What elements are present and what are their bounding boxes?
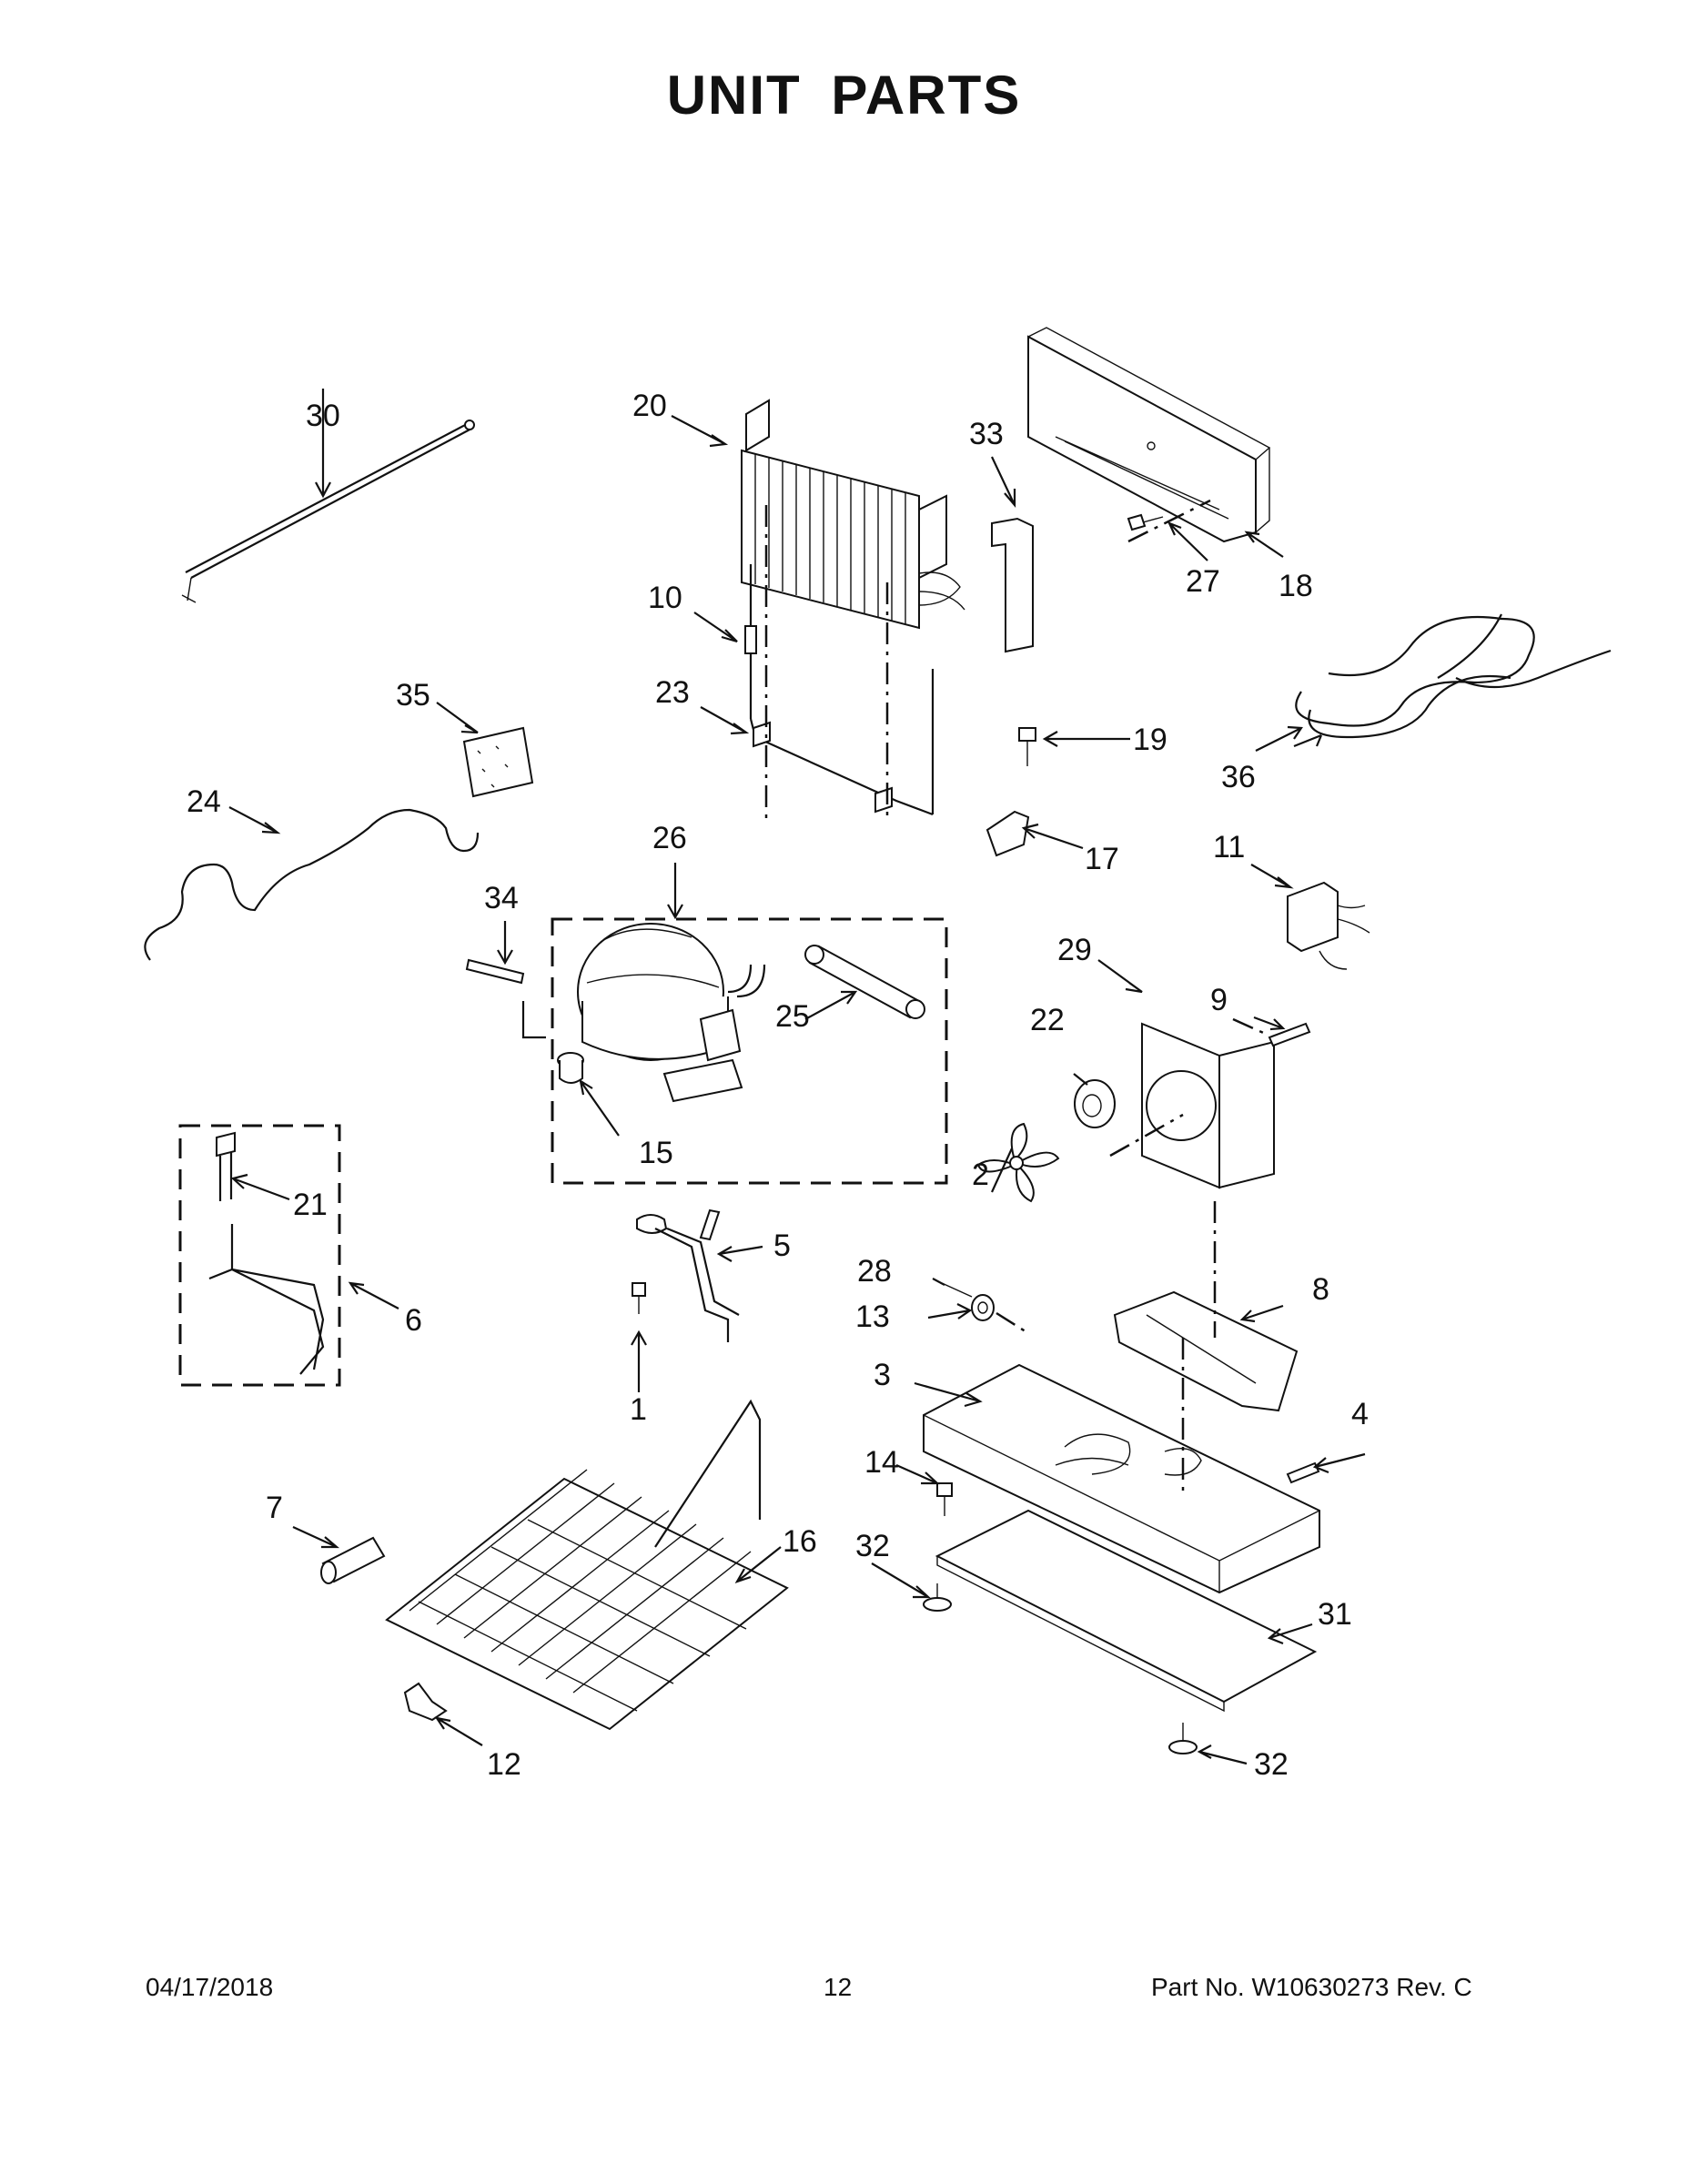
leader-lines	[228, 389, 1366, 1765]
part-16-evaporator-coil	[385, 1399, 789, 1731]
callout-8: 8	[1312, 1272, 1329, 1307]
part-12-clip	[403, 1682, 448, 1722]
part-19-screw	[1018, 727, 1036, 766]
callout-35: 35	[396, 678, 430, 713]
part-23-heater-loop	[749, 669, 935, 816]
callout-14: 14	[864, 1445, 899, 1480]
callout-33: 33	[969, 417, 1004, 451]
part-4-screw	[1286, 1461, 1320, 1484]
callout-34: 34	[484, 881, 519, 915]
part-34-bracket	[465, 958, 546, 1039]
callout-15: 15	[639, 1136, 673, 1170]
part-14-screw	[936, 1482, 953, 1516]
part-15-grommet	[557, 1052, 584, 1084]
part-24-wire-harness	[144, 808, 480, 961]
callout-32a: 32	[855, 1529, 890, 1563]
callout-26: 26	[652, 821, 687, 855]
part-9-screw	[1268, 1022, 1311, 1047]
callout-30: 30	[306, 399, 340, 433]
part-18-cover	[1027, 327, 1271, 543]
part-29-fan-shroud	[1141, 1022, 1275, 1189]
part-28-pin	[941, 1282, 973, 1298]
part-6-heater-kit-box	[178, 1124, 341, 1387]
part-21-heater	[216, 1131, 236, 1201]
callout-4: 4	[1351, 1397, 1369, 1431]
part-33-foam-block	[991, 517, 1034, 653]
assembly-lines	[764, 499, 1270, 1492]
callout-7: 7	[266, 1491, 283, 1525]
callout-10: 10	[648, 581, 682, 615]
callout-12: 12	[487, 1747, 521, 1782]
part-27-screw	[1127, 513, 1164, 531]
callout-32b: 32	[1254, 1747, 1289, 1782]
part-32-foot-a	[923, 1583, 952, 1612]
part-26-compressor-group-box	[551, 917, 948, 1185]
callout-11: 11	[1213, 830, 1245, 864]
callout-23: 23	[655, 675, 690, 710]
callout-19: 19	[1133, 723, 1167, 757]
callout-16: 16	[783, 1524, 817, 1559]
callout-25: 25	[775, 999, 810, 1034]
part-22-fan-motor	[1074, 1079, 1116, 1128]
callout-20: 20	[632, 389, 667, 423]
callout-2: 2	[972, 1158, 989, 1192]
callout-36: 36	[1221, 760, 1256, 794]
callout-1: 1	[630, 1392, 647, 1427]
callout-18: 18	[1279, 569, 1313, 603]
part-13-grommet	[971, 1294, 995, 1321]
part-3-base-tray	[923, 1363, 1320, 1594]
callout-6: 6	[405, 1303, 422, 1338]
callout-3: 3	[874, 1358, 891, 1392]
part-17-clip	[986, 810, 1030, 857]
part-7-sleeve	[320, 1536, 386, 1584]
compressor	[577, 923, 766, 1103]
part-6-heater-wire	[208, 1224, 325, 1375]
callout-17: 17	[1085, 842, 1119, 876]
callout-21: 21	[293, 1188, 328, 1222]
part-10-sensor	[744, 564, 757, 719]
callout-13: 13	[855, 1299, 890, 1334]
part-1-screw	[632, 1282, 646, 1314]
part-11-relay	[1287, 881, 1370, 970]
footer-page-number: 12	[824, 1973, 853, 2001]
part-35-plate	[462, 726, 534, 798]
callout-9: 9	[1210, 983, 1228, 1017]
callout-28: 28	[857, 1254, 892, 1289]
callout-29: 29	[1057, 933, 1092, 967]
page-title: UNIT PARTS	[666, 65, 1022, 126]
part-20-condenser	[741, 399, 965, 630]
callout-5: 5	[773, 1228, 791, 1263]
callout-labels: 30 20 33 27 18 10 23 19 36 35 24 17 26 1…	[187, 389, 1369, 1782]
part-31-panel	[935, 1509, 1318, 1713]
part-30-harness	[181, 420, 475, 603]
footer-date: 04/17/2018	[146, 1973, 274, 2001]
part-36-tubing	[1295, 613, 1612, 739]
part-5-drain-tube	[636, 1208, 740, 1342]
callout-27: 27	[1186, 564, 1220, 599]
footer-part-number: Part No. W10630273 Rev. C	[1151, 1973, 1472, 2001]
callout-22: 22	[1030, 1003, 1065, 1037]
part-32-foot-b	[1168, 1723, 1198, 1754]
part-25-drier	[804, 945, 925, 1019]
callout-24: 24	[187, 784, 221, 819]
callout-31: 31	[1318, 1597, 1352, 1632]
part-2-fan-blade	[976, 1122, 1060, 1203]
